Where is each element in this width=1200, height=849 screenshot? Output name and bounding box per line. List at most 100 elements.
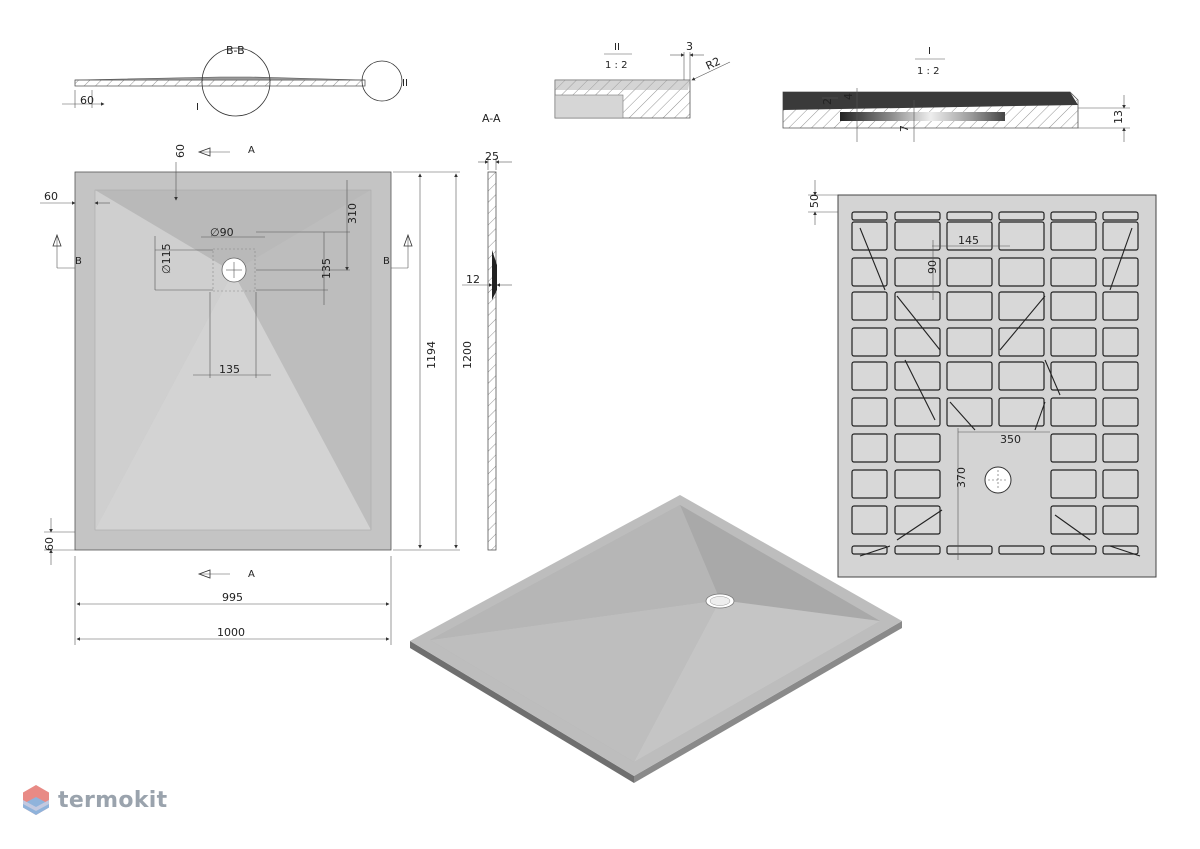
dim-1000: 1000: [217, 626, 245, 639]
dim-section-60: 60: [80, 94, 94, 107]
rib-cell: [894, 291, 941, 321]
rib-cell: [851, 327, 888, 357]
rib-cell: [946, 221, 993, 251]
detail-ii-title: II: [614, 42, 620, 53]
rib-cell: [851, 469, 888, 499]
label-detail-i: I: [196, 102, 199, 113]
label-a-bottom: A: [248, 569, 255, 580]
rib-slot: [851, 211, 888, 221]
rib-cell: [1050, 291, 1097, 321]
rib-slot: [851, 545, 888, 555]
rib-cell: [1102, 291, 1139, 321]
dim-12: 12: [466, 273, 480, 286]
rib-cell: [1102, 505, 1139, 535]
rib-slot: [1050, 545, 1097, 555]
rib-cell: [1050, 257, 1097, 287]
brand-name: termokit: [58, 787, 168, 813]
dim-13: 13: [1112, 110, 1125, 124]
dim-995: 995: [222, 591, 243, 604]
section-bb-view: 60 B-B I II: [62, 44, 408, 117]
dim-370: 370: [955, 467, 968, 488]
dim-bottom-60: 60: [43, 537, 56, 551]
rib-cell: [1050, 505, 1097, 535]
dim-7: 7: [898, 125, 911, 132]
rib-cell: [1102, 221, 1139, 251]
rib-cell: [1102, 469, 1139, 499]
dim-diam90: ∅90: [210, 226, 234, 239]
slope-line: [1109, 227, 1133, 291]
slope-line: [859, 545, 891, 557]
dim-25: 25: [485, 150, 499, 163]
rib-cell: [1102, 397, 1139, 427]
label-b-left: B: [75, 256, 82, 267]
slope-line: [1109, 545, 1141, 557]
label-detail-ii: II: [402, 78, 408, 89]
rib-cell: [946, 397, 993, 427]
dim-top-60: 60: [174, 144, 187, 158]
rib-cell: [851, 291, 888, 321]
label-bb: B-B: [226, 44, 245, 57]
rib-slot: [1102, 211, 1139, 221]
detail-circle-i: [201, 47, 271, 117]
dim-90b: 90: [926, 260, 939, 274]
rib-cell: [998, 327, 1045, 357]
dim-4: 4: [842, 93, 855, 100]
rib-slot: [998, 211, 1045, 221]
rib-cell: [894, 433, 941, 463]
rib-cell: [998, 291, 1045, 321]
bottom-view: 50 145 90 350 370: [808, 180, 1157, 578]
rib-slot: [894, 211, 941, 221]
rib-cell: [851, 221, 888, 251]
rib-cell: [851, 257, 888, 287]
detail-circle-ii: [361, 60, 403, 102]
dim-135-v: 135: [320, 258, 333, 279]
rib-cell: [1050, 469, 1097, 499]
slope-line: [896, 295, 941, 351]
rib-cell: [1050, 221, 1097, 251]
slope-line: [859, 227, 886, 291]
rib-cell: [1050, 361, 1097, 391]
rib-cell: [946, 361, 993, 391]
slope-line: [896, 509, 943, 541]
slope-line: [999, 295, 1046, 351]
label-a-top: A: [248, 145, 255, 156]
brand-logo: termokit: [22, 784, 167, 816]
slope-line: [904, 359, 936, 421]
rib-cell: [851, 433, 888, 463]
dim-1200: 1200: [461, 341, 474, 369]
rib-slot: [946, 545, 993, 555]
rib-cell: [894, 397, 941, 427]
rib-cell: [998, 361, 1045, 391]
rib-cell: [894, 361, 941, 391]
dim-310: 310: [346, 203, 359, 224]
detail-ii-scale: 1 : 2: [605, 60, 627, 71]
label-b-right: B: [383, 256, 390, 267]
dim-50: 50: [808, 194, 821, 208]
rib-cell: [894, 505, 941, 535]
slope-line: [1044, 359, 1061, 396]
slope-line: [1054, 514, 1091, 541]
rib-cell: [1102, 257, 1139, 287]
rib-cell: [998, 397, 1045, 427]
rib-cell: [1102, 327, 1139, 357]
dim-3: 3: [686, 40, 693, 53]
detail-i-scale: 1 : 2: [917, 66, 939, 77]
slope-line: [949, 401, 976, 431]
rib-cell: [894, 257, 941, 287]
dim-r2: R2: [704, 55, 723, 73]
detail-ii-view: II 1 : 2 3 R2: [554, 40, 731, 119]
rib-cell: [894, 469, 941, 499]
rib-cell: [998, 257, 1045, 287]
dim-1194: 1194: [425, 341, 438, 369]
slope-line: [1034, 401, 1046, 431]
dim-135-h: 135: [219, 363, 240, 376]
dim-145: 145: [958, 234, 979, 247]
rib-cell: [1050, 327, 1097, 357]
detail-i-view: I 1 : 2 2 4 7 13: [782, 46, 1130, 142]
rib-cell: [894, 221, 941, 251]
dim-left-60: 60: [44, 190, 58, 203]
rib-cell: [1050, 397, 1097, 427]
label-aa: A-A: [482, 112, 501, 125]
section-aa-view: A-A 25 12: [462, 112, 512, 551]
